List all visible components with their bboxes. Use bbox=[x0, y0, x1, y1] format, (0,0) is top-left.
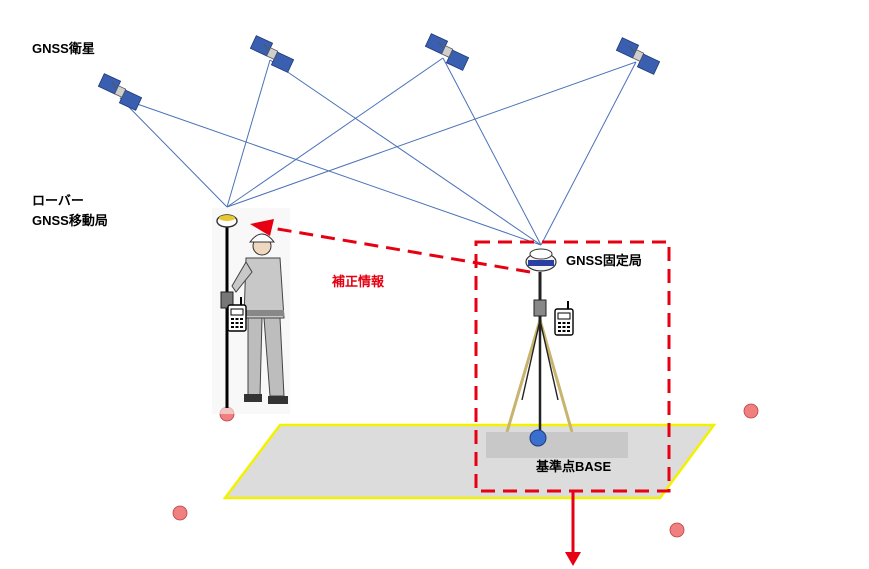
correction-arrow bbox=[271, 226, 531, 274]
tripod-icon bbox=[505, 272, 574, 433]
satellite-icon bbox=[615, 37, 661, 75]
correction-label: 補正情報 bbox=[332, 274, 385, 289]
base-point-label: 基準点BASE bbox=[536, 459, 612, 474]
base-station-label: GNSS固定局 bbox=[566, 253, 642, 268]
rover-label-line2: GNSS移動局 bbox=[32, 213, 108, 228]
surveyor-icon bbox=[212, 208, 290, 414]
ground-plane bbox=[222, 423, 717, 500]
radio-icon bbox=[554, 300, 574, 336]
gnss-antenna-icon bbox=[525, 248, 557, 272]
satellite-icon bbox=[249, 35, 295, 73]
satellite-icon bbox=[97, 73, 143, 111]
signal-lines bbox=[119, 57, 637, 246]
rover-label-line1: ローバー bbox=[32, 193, 84, 208]
base-shadow bbox=[486, 432, 628, 458]
correction-arrowhead bbox=[250, 219, 274, 236]
satellites-label: GNSS衛星 bbox=[32, 41, 95, 56]
base-point-marker bbox=[529, 429, 547, 447]
down-arrowhead bbox=[565, 552, 581, 566]
survey-point bbox=[172, 505, 188, 521]
survey-point bbox=[669, 522, 685, 538]
survey-point bbox=[743, 403, 759, 419]
